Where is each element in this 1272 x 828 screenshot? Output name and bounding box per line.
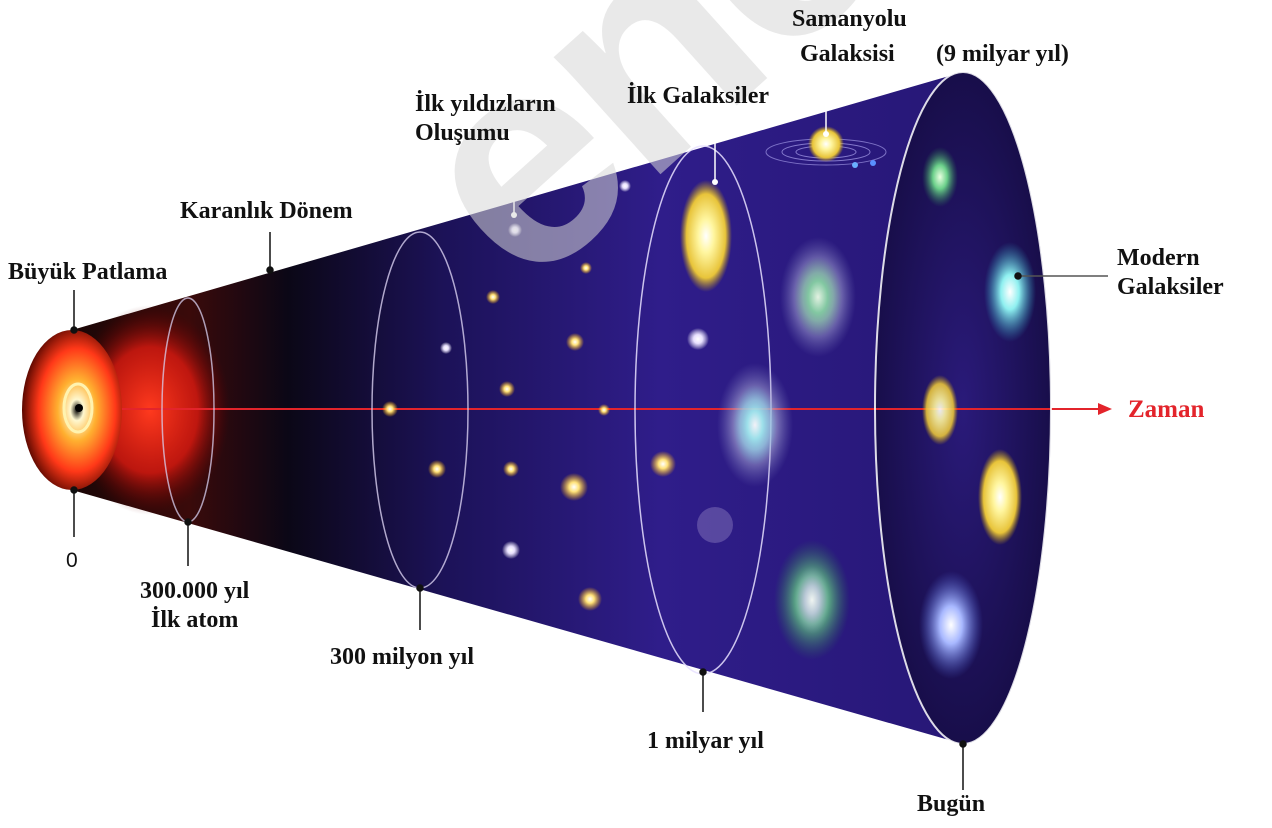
leader-lines	[70, 66, 1108, 790]
label-300-million: 300 milyon yıl	[330, 644, 475, 670]
label-modern-galaxies: Modern Galaksiler	[1117, 244, 1224, 302]
label-dark-age: Karanlık Dönem	[180, 198, 353, 224]
modern-galaxies	[919, 147, 1036, 679]
label-300000-line1: 300.000 yıl	[140, 578, 250, 604]
label-first-atom: İlk atom	[151, 607, 239, 633]
label-modern-line1: Modern	[1117, 245, 1200, 271]
big-bang-sphere	[22, 330, 122, 490]
first-galaxies	[680, 180, 856, 660]
label-modern-line2: Galaksiler	[1117, 274, 1224, 300]
first-stars	[382, 180, 733, 611]
label-milky-way-line1: Samanyolu	[792, 6, 907, 32]
label-today: Bugün	[917, 791, 986, 817]
label-first-galaxies: İlk Galaksiler	[627, 83, 770, 109]
label-1-billion: 1 milyar yıl	[647, 728, 764, 754]
label-first-stars-line1: İlk yıldızların	[415, 91, 556, 117]
label-300000: 300.000 yıl İlk atom	[140, 577, 249, 635]
label-time-axis: Zaman	[1128, 396, 1205, 423]
label-milky-way-line2: Galaksisi	[800, 41, 895, 67]
label-t0: 0	[66, 549, 78, 572]
time-axis-arrowhead	[1098, 403, 1112, 415]
label-big-bang: Büyük Patlama	[8, 259, 168, 285]
label-milky-way-age: (9 milyar yıl)	[936, 41, 1069, 67]
milky-way	[765, 126, 887, 168]
big-bang-core	[62, 382, 94, 434]
label-first-stars-line2: Oluşumu	[415, 120, 510, 146]
label-first-stars: İlk yıldızların Oluşumu	[415, 90, 556, 148]
